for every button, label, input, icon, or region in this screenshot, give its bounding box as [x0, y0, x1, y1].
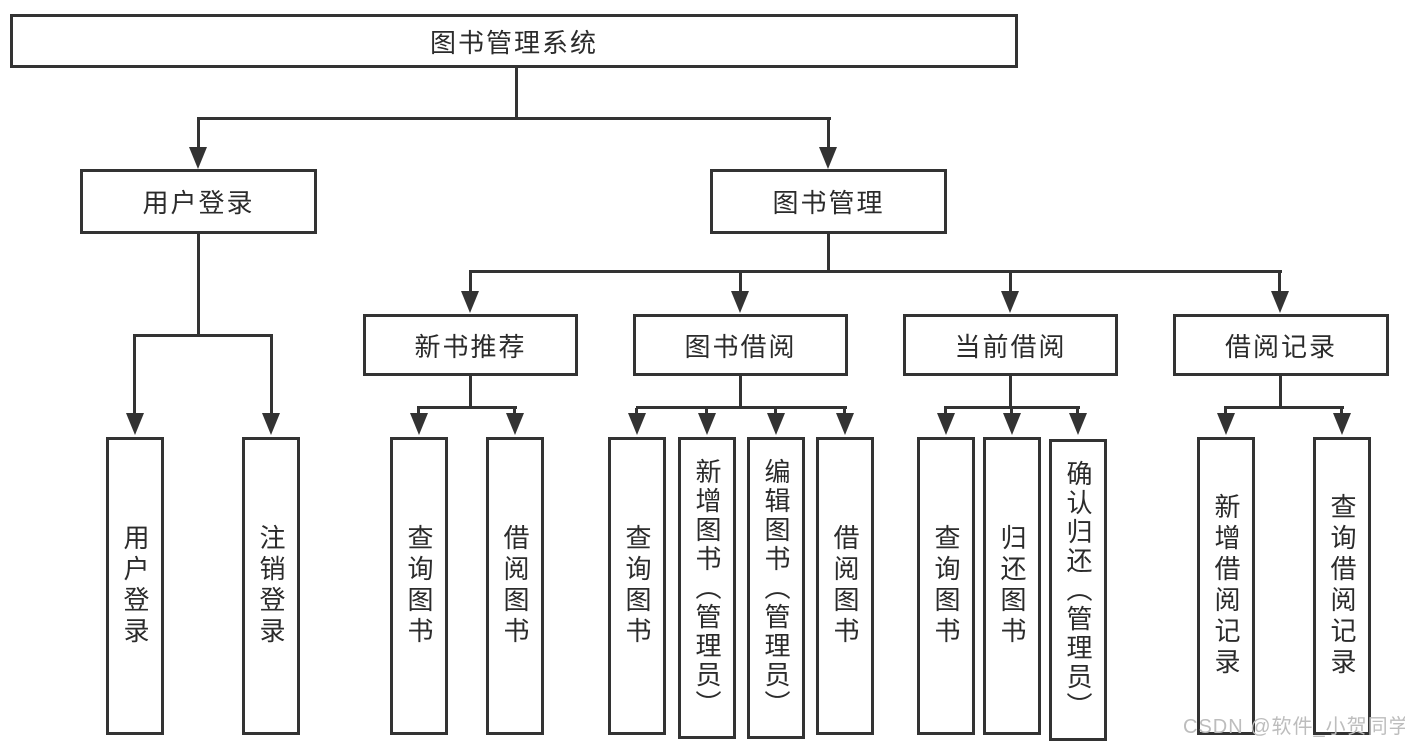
node-root: 图书管理系统 [10, 14, 1018, 68]
edge-login-hline [133, 334, 273, 337]
edge-mgmt-arrow-2-icon [731, 291, 749, 313]
edge-records-stem-2 [1340, 408, 1343, 415]
edge-borrow-arrow-4-icon [836, 413, 854, 435]
leaf-records-add: 新增借阅记录 [1197, 437, 1255, 735]
edge-mgmt-stem-3 [1009, 272, 1012, 292]
leaf-borrow-add: 新增图书（管理员） [678, 437, 736, 739]
node-new-book-label: 新书推荐 [414, 331, 527, 362]
leaf-user-login: 用户登录 [106, 437, 164, 735]
edge-root-hline [197, 117, 831, 120]
leaf-borrow-add-label: 新增图书（管理员） [692, 457, 722, 719]
edge-newbook-arrow-2-icon [506, 413, 524, 435]
edge-borrow-stem-1 [635, 408, 638, 415]
edge-borrow-vline [739, 376, 742, 408]
edge-borrow-stem-4 [843, 408, 846, 415]
leaf-newbook-borrow: 借阅图书 [486, 437, 544, 735]
leaf-newbook-borrow-label: 借阅图书 [500, 524, 530, 648]
node-root-label: 图书管理系统 [429, 27, 598, 58]
edge-mgmt-arrow-1-icon [461, 291, 479, 313]
edge-mgmt-hline [469, 270, 1282, 273]
edge-login-stem-1 [133, 336, 136, 414]
leaf-records-add-label: 新增借阅记录 [1211, 493, 1241, 679]
edge-borrow-stem-2 [705, 408, 708, 415]
leaf-borrow-query: 查询图书 [608, 437, 666, 735]
edge-newbook-hline [417, 406, 517, 409]
leaf-records-query: 查询借阅记录 [1313, 437, 1371, 735]
edge-current-arrow-1-icon [937, 413, 955, 435]
edge-current-hline [944, 406, 1080, 409]
edge-mgmt-stem-4 [1278, 272, 1281, 292]
leaf-current-return-label: 归还图书 [997, 524, 1027, 648]
edge-records-arrow-2-icon [1333, 413, 1351, 435]
edge-current-arrow-3-icon [1069, 413, 1087, 435]
edge-login-arrow-2-icon [262, 413, 280, 435]
leaf-borrow-borrow: 借阅图书 [816, 437, 874, 735]
edge-login-stem-2 [270, 336, 273, 414]
leaf-current-query: 查询图书 [917, 437, 975, 735]
leaf-current-return: 归还图书 [983, 437, 1041, 735]
edge-root-vline [515, 68, 518, 119]
node-user-login: 用户登录 [80, 169, 317, 234]
edge-borrow-arrow-3-icon [767, 413, 785, 435]
edge-records-hline [1224, 406, 1344, 409]
node-current-borrow-label: 当前借阅 [954, 331, 1067, 362]
edge-login-arrow-1-icon [126, 413, 144, 435]
edge-borrow-arrow-1-icon [628, 413, 646, 435]
leaf-records-query-label: 查询借阅记录 [1327, 493, 1357, 679]
leaf-user-login-label: 用户登录 [120, 524, 150, 648]
node-book-mgmt: 图书管理 [710, 169, 947, 234]
edge-mgmt-stem-1 [469, 272, 472, 292]
leaf-current-confirm-label: 确认归还（管理员） [1063, 459, 1093, 721]
edge-current-stem-3 [1076, 408, 1079, 415]
edge-root-right-stem [827, 119, 830, 149]
edge-newbook-vline [469, 376, 472, 408]
edge-records-stem-1 [1224, 408, 1227, 415]
edge-current-stem-2 [1010, 408, 1013, 415]
node-new-book: 新书推荐 [363, 314, 578, 376]
leaf-borrow-borrow-label: 借阅图书 [830, 524, 860, 648]
node-book-mgmt-label: 图书管理 [772, 188, 885, 218]
edge-mgmt-stem-2 [739, 272, 742, 292]
leaf-borrow-edit-label: 编辑图书（管理员） [761, 457, 791, 719]
leaf-borrow-query-label: 查询图书 [622, 524, 652, 648]
node-user-login-label: 用户登录 [142, 188, 255, 218]
edge-mgmt-arrow-3-icon [1001, 291, 1019, 313]
edge-borrow-stem-3 [774, 408, 777, 415]
edge-newbook-stem-1 [417, 408, 420, 415]
node-current-borrow: 当前借阅 [903, 314, 1118, 376]
edge-root-right-arrow-icon [819, 147, 837, 169]
node-borrow-records-label: 借阅记录 [1224, 331, 1337, 362]
leaf-newbook-query-label: 查询图书 [404, 524, 434, 648]
edge-current-arrow-2-icon [1003, 413, 1021, 435]
edge-records-arrow-1-icon [1217, 413, 1235, 435]
node-book-borrow: 图书借阅 [633, 314, 848, 376]
edge-current-vline [1009, 376, 1012, 408]
leaf-logout: 注销登录 [242, 437, 300, 735]
node-borrow-records: 借阅记录 [1173, 314, 1389, 376]
edge-root-left-arrow-icon [189, 147, 207, 169]
leaf-current-confirm: 确认归还（管理员） [1049, 439, 1107, 741]
edge-mgmt-arrow-4-icon [1271, 291, 1289, 313]
leaf-current-query-label: 查询图书 [931, 524, 961, 648]
leaf-borrow-edit: 编辑图书（管理员） [747, 437, 805, 739]
edge-borrow-arrow-2-icon [698, 413, 716, 435]
edge-newbook-stem-2 [513, 408, 516, 415]
edge-current-stem-1 [944, 408, 947, 415]
edge-mgmt-vline [827, 234, 830, 272]
edge-records-vline [1279, 376, 1282, 408]
edge-root-left-stem [197, 119, 200, 149]
leaf-newbook-query: 查询图书 [390, 437, 448, 735]
edge-newbook-arrow-1-icon [410, 413, 428, 435]
edge-borrow-hline [636, 406, 847, 409]
csdn-watermark: CSDN @软件_小贺同学 [1183, 716, 1405, 738]
node-book-borrow-label: 图书借阅 [684, 331, 797, 362]
leaf-logout-label: 注销登录 [256, 524, 286, 648]
edge-login-vline [197, 234, 200, 336]
